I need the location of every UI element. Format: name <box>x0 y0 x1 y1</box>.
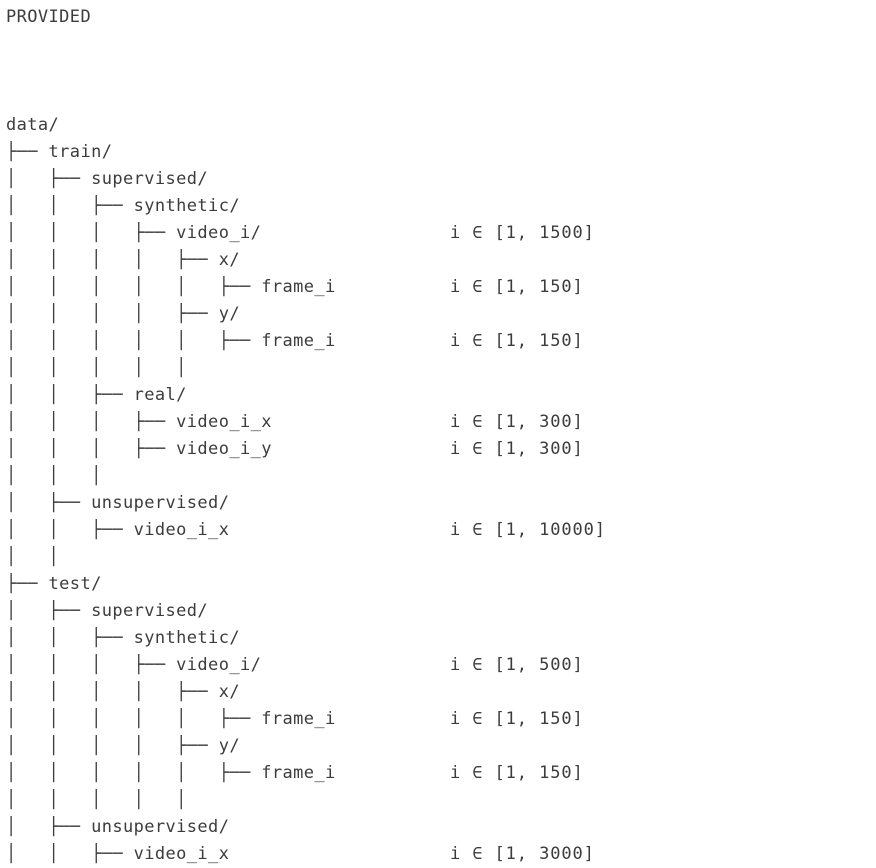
tree-row: │ │ │ │ ├── y/ <box>6 733 336 760</box>
tree-node-range: i ∈ [1, 150] <box>450 331 584 351</box>
tree-row: │ │ ├── video_i_x i ∈ [1, 10000] <box>6 517 605 544</box>
tree-row: data/ <box>6 112 336 139</box>
page-title: PROVIDED <box>6 7 92 27</box>
tree-node-path: │ │ │ │ │ <box>6 358 187 378</box>
tree-node-path: ├── test/ <box>6 574 102 594</box>
tree-row: │ │ │ │ ├── y/ <box>6 301 336 328</box>
tree-row: │ ├── supervised/ <box>6 598 336 625</box>
tree-node-path: data/ <box>6 115 60 135</box>
tree-node-path: │ │ ├── video_i_x <box>6 844 230 864</box>
tree-row: │ │ │ ├── video_i_y i ∈ [1, 300] <box>6 436 583 463</box>
directory-tree-figure: PROVIDED data/ ├── train/ │ ├── supervised… <box>6 7 605 864</box>
tree-node-range: i ∈ [1, 1500] <box>450 223 595 243</box>
tree-node-path: │ ├── supervised/ <box>6 601 209 621</box>
tree-row: │ │ │ │ │ ├── frame_i i ∈ [1, 150] <box>6 274 583 301</box>
tree-row: │ │ │ │ │ ├── frame_i i ∈ [1, 150] <box>6 328 583 355</box>
tree-node-path: │ │ │ │ │ ├── frame_i <box>6 331 336 351</box>
tree-node-path: │ │ │ │ │ ├── frame_i <box>6 277 336 297</box>
tree-node-path: │ │ ├── real/ <box>6 385 187 405</box>
tree-row: │ │ │ │ ├── x/ <box>6 247 336 274</box>
tree-node-path: │ │ │ │ ├── y/ <box>6 736 240 756</box>
tree-row: ├── train/ <box>6 139 336 166</box>
tree-row: │ │ ├── synthetic/ <box>6 625 336 652</box>
tree-node-range: i ∈ [1, 3000] <box>450 844 595 864</box>
tree-row: │ │ ├── synthetic/ <box>6 193 336 220</box>
tree-row: │ │ │ │ ├── x/ <box>6 679 336 706</box>
tree-row: │ │ │ <box>6 463 336 490</box>
tree-node-range: i ∈ [1, 300] <box>450 439 584 459</box>
tree-node-path: │ │ │ │ │ ├── frame_i <box>6 763 336 783</box>
tree-row: │ │ ├── real/ <box>6 382 336 409</box>
tree-node-path: │ │ │ │ │ <box>6 790 187 810</box>
tree-node-path: │ │ │ │ ├── x/ <box>6 682 240 702</box>
tree-node-range: i ∈ [1, 10000] <box>450 520 606 540</box>
tree-row: │ ├── unsupervised/ <box>6 490 336 517</box>
tree-row: │ │ │ │ │ ├── frame_i i ∈ [1, 150] <box>6 706 583 733</box>
tree-node-path: │ │ │ <box>6 466 102 486</box>
tree-node-path: │ │ │ ├── video_i_x <box>6 412 272 432</box>
tree-row: │ │ ├── video_i_x i ∈ [1, 3000] <box>6 841 594 868</box>
tree-node-path: │ ├── unsupervised/ <box>6 817 230 837</box>
tree-node-path: │ │ │ │ ├── x/ <box>6 250 240 270</box>
tree-node-range: i ∈ [1, 150] <box>450 277 584 297</box>
tree-node-path: │ │ ├── video_i_x <box>6 520 230 540</box>
tree-row: │ ├── supervised/ <box>6 166 336 193</box>
tree-node-range: i ∈ [1, 500] <box>450 655 584 675</box>
tree-row: │ │ │ ├── video_i_x i ∈ [1, 300] <box>6 409 583 436</box>
tree-node-path: ├── train/ <box>6 142 113 162</box>
directory-tree: data/ ├── train/ │ ├── supervised/ │ │ ├── … <box>6 31 605 868</box>
tree-node-path: │ │ <box>6 547 60 567</box>
tree-node-path: │ │ │ ├── video_i/ <box>6 655 262 675</box>
tree-node-range: i ∈ [1, 150] <box>450 763 584 783</box>
tree-row: │ │ │ │ │ <box>6 787 336 814</box>
tree-row: │ │ │ ├── video_i/i ∈ [1, 1500] <box>6 220 594 247</box>
tree-row: │ ├── unsupervised/ <box>6 814 336 841</box>
tree-row: │ │ │ │ │ <box>6 355 336 382</box>
tree-row: │ │ │ │ │ ├── frame_i i ∈ [1, 150] <box>6 760 583 787</box>
tree-node-range: i ∈ [1, 300] <box>450 412 584 432</box>
tree-node-path: │ ├── unsupervised/ <box>6 493 230 513</box>
tree-node-path: │ │ │ │ │ ├── frame_i <box>6 709 336 729</box>
tree-node-path: │ │ │ ├── video_i/ <box>6 223 262 243</box>
tree-node-path: │ │ ├── synthetic/ <box>6 628 240 648</box>
tree-node-range: i ∈ [1, 150] <box>450 709 584 729</box>
tree-node-path: │ ├── supervised/ <box>6 169 209 189</box>
tree-node-path: │ │ │ ├── video_i_y <box>6 439 272 459</box>
tree-node-path: │ │ │ │ ├── y/ <box>6 304 240 324</box>
tree-row: │ │ <box>6 544 336 571</box>
tree-row: │ │ │ ├── video_i/i ∈ [1, 500] <box>6 652 583 679</box>
tree-node-path: │ │ ├── synthetic/ <box>6 196 240 216</box>
tree-row: ├── test/ <box>6 571 336 598</box>
